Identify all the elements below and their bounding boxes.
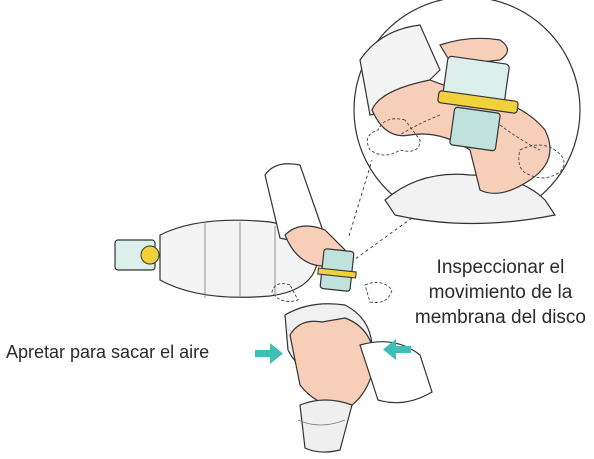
air-puffs (271, 281, 393, 303)
resuscitator (114, 163, 433, 453)
squeeze-label: Apretar para sacar el aire (6, 342, 210, 362)
connector-valve (140, 245, 160, 265)
arrow-right-icon (255, 343, 283, 364)
lower-hand (289, 317, 376, 411)
inspect-label-line-1: Inspeccionar el (436, 257, 565, 278)
zoom-air-puffs (366, 114, 565, 179)
inspect-label-line-2: movimiento de la (428, 282, 573, 303)
lower-sleeve (359, 341, 433, 404)
inspect-label-line-3: membrana del disco (414, 307, 586, 328)
inspect-label: Inspeccionar el movimiento de la membran… (415, 255, 586, 330)
face-mask (299, 399, 353, 453)
zoom-callout (348, 0, 581, 263)
zoom-guide-line (348, 159, 373, 237)
arrow-left-icon (383, 339, 411, 360)
zoom-guide-line (350, 217, 413, 263)
zoom-valve (437, 55, 519, 152)
